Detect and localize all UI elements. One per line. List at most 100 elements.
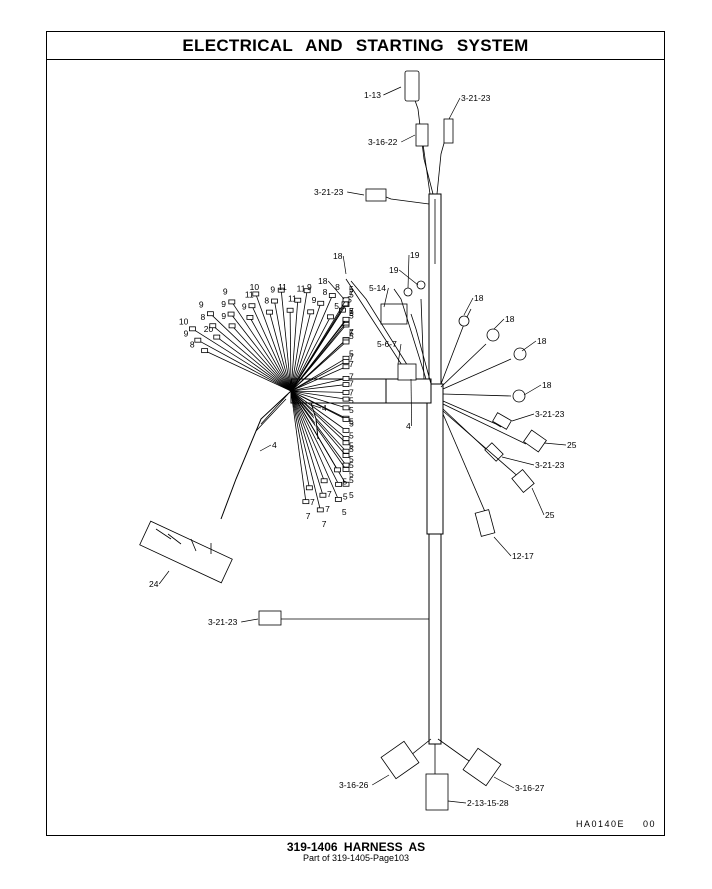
callout-bottom-center-conn: 2-13-15-28 (467, 798, 509, 808)
trunk-middle (426, 383, 444, 535)
fan-callout: 5 (334, 301, 339, 311)
fan-callout: 8 (190, 340, 195, 350)
fan-callout: 5 (349, 441, 354, 451)
fan-callout: 10 (250, 282, 260, 292)
fan-callout: 8 (323, 287, 328, 297)
fan-callout: 8 (264, 296, 269, 306)
callout-relay-b: 5-6-7 (377, 339, 397, 349)
diagram-frame: ELECTRICAL AND STARTING SYSTEM HA0140E 00 (46, 31, 665, 836)
page-title: ELECTRICAL AND STARTING SYSTEM (182, 35, 529, 55)
fan-callout: 5 (349, 308, 354, 318)
callout-relay: 5-14 (369, 283, 386, 293)
fan-callout: 5 (349, 490, 354, 500)
diagram-code-id: HA0140E (575, 819, 625, 829)
trunk-lower (428, 533, 442, 745)
callout-right-long: 12-17 (512, 551, 534, 561)
callout-ring-r2: 18 (505, 314, 515, 324)
callout-clip-left: 4 (272, 440, 277, 450)
relay (380, 303, 408, 325)
fan-callout: 5 (349, 416, 354, 426)
callout-eyelet-b: 19 (389, 265, 399, 275)
fan-callout: 5 (349, 328, 354, 338)
big-connector (139, 520, 233, 584)
fan-callout: 8 (201, 312, 206, 322)
fan-callout: 7 (349, 388, 354, 398)
callout-top-left-plug: 3-16-22 (368, 137, 398, 147)
fan-callout: 5 (343, 492, 348, 502)
fan-callout: 20 (204, 324, 214, 334)
fan-callout: 5 (349, 310, 354, 320)
fan-callout: 5 (349, 284, 354, 294)
callout-clip-center: 4 (322, 403, 327, 413)
fan-callout: 5 (349, 475, 354, 485)
fan-callout: 7 (310, 497, 315, 507)
fan-callout: 7 (349, 359, 354, 369)
callout-bottom-right-conn: 3-16-27 (515, 783, 545, 793)
callout-right-plug-a: 3-21-23 (535, 409, 565, 419)
callout-top-connector: 1-13 (364, 90, 381, 100)
fan-callout: 9 (242, 302, 247, 312)
title-bar: ELECTRICAL AND STARTING SYSTEM (47, 32, 664, 60)
callout-big-connector: 24 (149, 579, 159, 589)
callout-ring-r4: 18 (542, 380, 552, 390)
diagram-code-suffix: 00 (642, 819, 656, 829)
fan-callout: 7 (306, 511, 311, 521)
fan-callout: 7 (349, 287, 354, 297)
callout-ring-r3: 18 (537, 336, 547, 346)
fan-callout: 7 (349, 372, 354, 382)
callout-ring-terminal-a: 18 (333, 251, 343, 261)
callout-ring-terminal-b: 18 (318, 276, 328, 286)
fan-callout: 5 (347, 295, 352, 305)
fan-callout: 5 (349, 289, 354, 299)
fan-callout: 7 (349, 327, 354, 337)
callout-lower-side-plug: 3-21-23 (208, 617, 238, 627)
fan-callout: 7 (322, 519, 327, 529)
fan-callout: 5 (349, 395, 354, 405)
fan-callout: 9 (312, 295, 317, 305)
fan-callout: 11 (288, 293, 297, 303)
fan-callout: 5 (342, 507, 347, 517)
callout-eyelet-a: 19 (410, 250, 420, 260)
bottom-right-connector (462, 747, 502, 787)
fan-callout: 9 (184, 329, 189, 339)
fan-callout: 5 (349, 419, 354, 429)
callout-bottom-left-conn: 3-16-26 (339, 780, 369, 790)
lower-side-plug (258, 610, 282, 626)
fan-callout: 7 (325, 504, 330, 514)
callout-top-right-plug: 3-21-23 (461, 93, 491, 103)
fan-callout: 5 (349, 454, 354, 464)
callout-clip-right: 4 (406, 421, 411, 431)
fan-callout: 7 (327, 489, 332, 499)
fan-callout: 5 (349, 469, 354, 479)
fan-callout: 9 (270, 284, 275, 294)
top-connector (404, 70, 420, 102)
callout-right-conn-a: 25 (567, 440, 577, 450)
fan-callout: 5 (349, 348, 354, 358)
diagram-code: HA0140E 00 (576, 819, 656, 829)
fan-callout: 7 (349, 379, 354, 389)
fan-callout: 5 (349, 306, 354, 316)
fan-callout: 11 (297, 283, 306, 293)
fan-callout: 7 (349, 306, 354, 316)
fan-callout: 11 (278, 282, 287, 292)
fan-callout: 10 (179, 317, 189, 327)
callout-right-plug-b: 3-21-23 (535, 460, 565, 470)
fan-callout: 9 (223, 286, 228, 296)
fan-callout: 5 (349, 405, 354, 415)
fan-callout: 11 (245, 290, 254, 300)
fan-callout: 9 (307, 282, 312, 292)
fan-callout: 5 (342, 476, 347, 486)
part-title: 319-1406 HARNESS AS (286, 840, 426, 854)
fan-callout: 5 (349, 444, 354, 454)
fan-callout: 8 (335, 282, 340, 292)
bottom-left-connector (380, 740, 420, 780)
fan-callout: 5 (349, 331, 354, 341)
fan-callout: 7 (349, 353, 354, 363)
callout-ring-r1: 18 (474, 293, 484, 303)
fan-callout: 9 (199, 300, 204, 310)
top-left-plug (415, 123, 429, 147)
fan-callout: 9 (221, 299, 226, 309)
fan-callout: 5 (349, 431, 354, 441)
